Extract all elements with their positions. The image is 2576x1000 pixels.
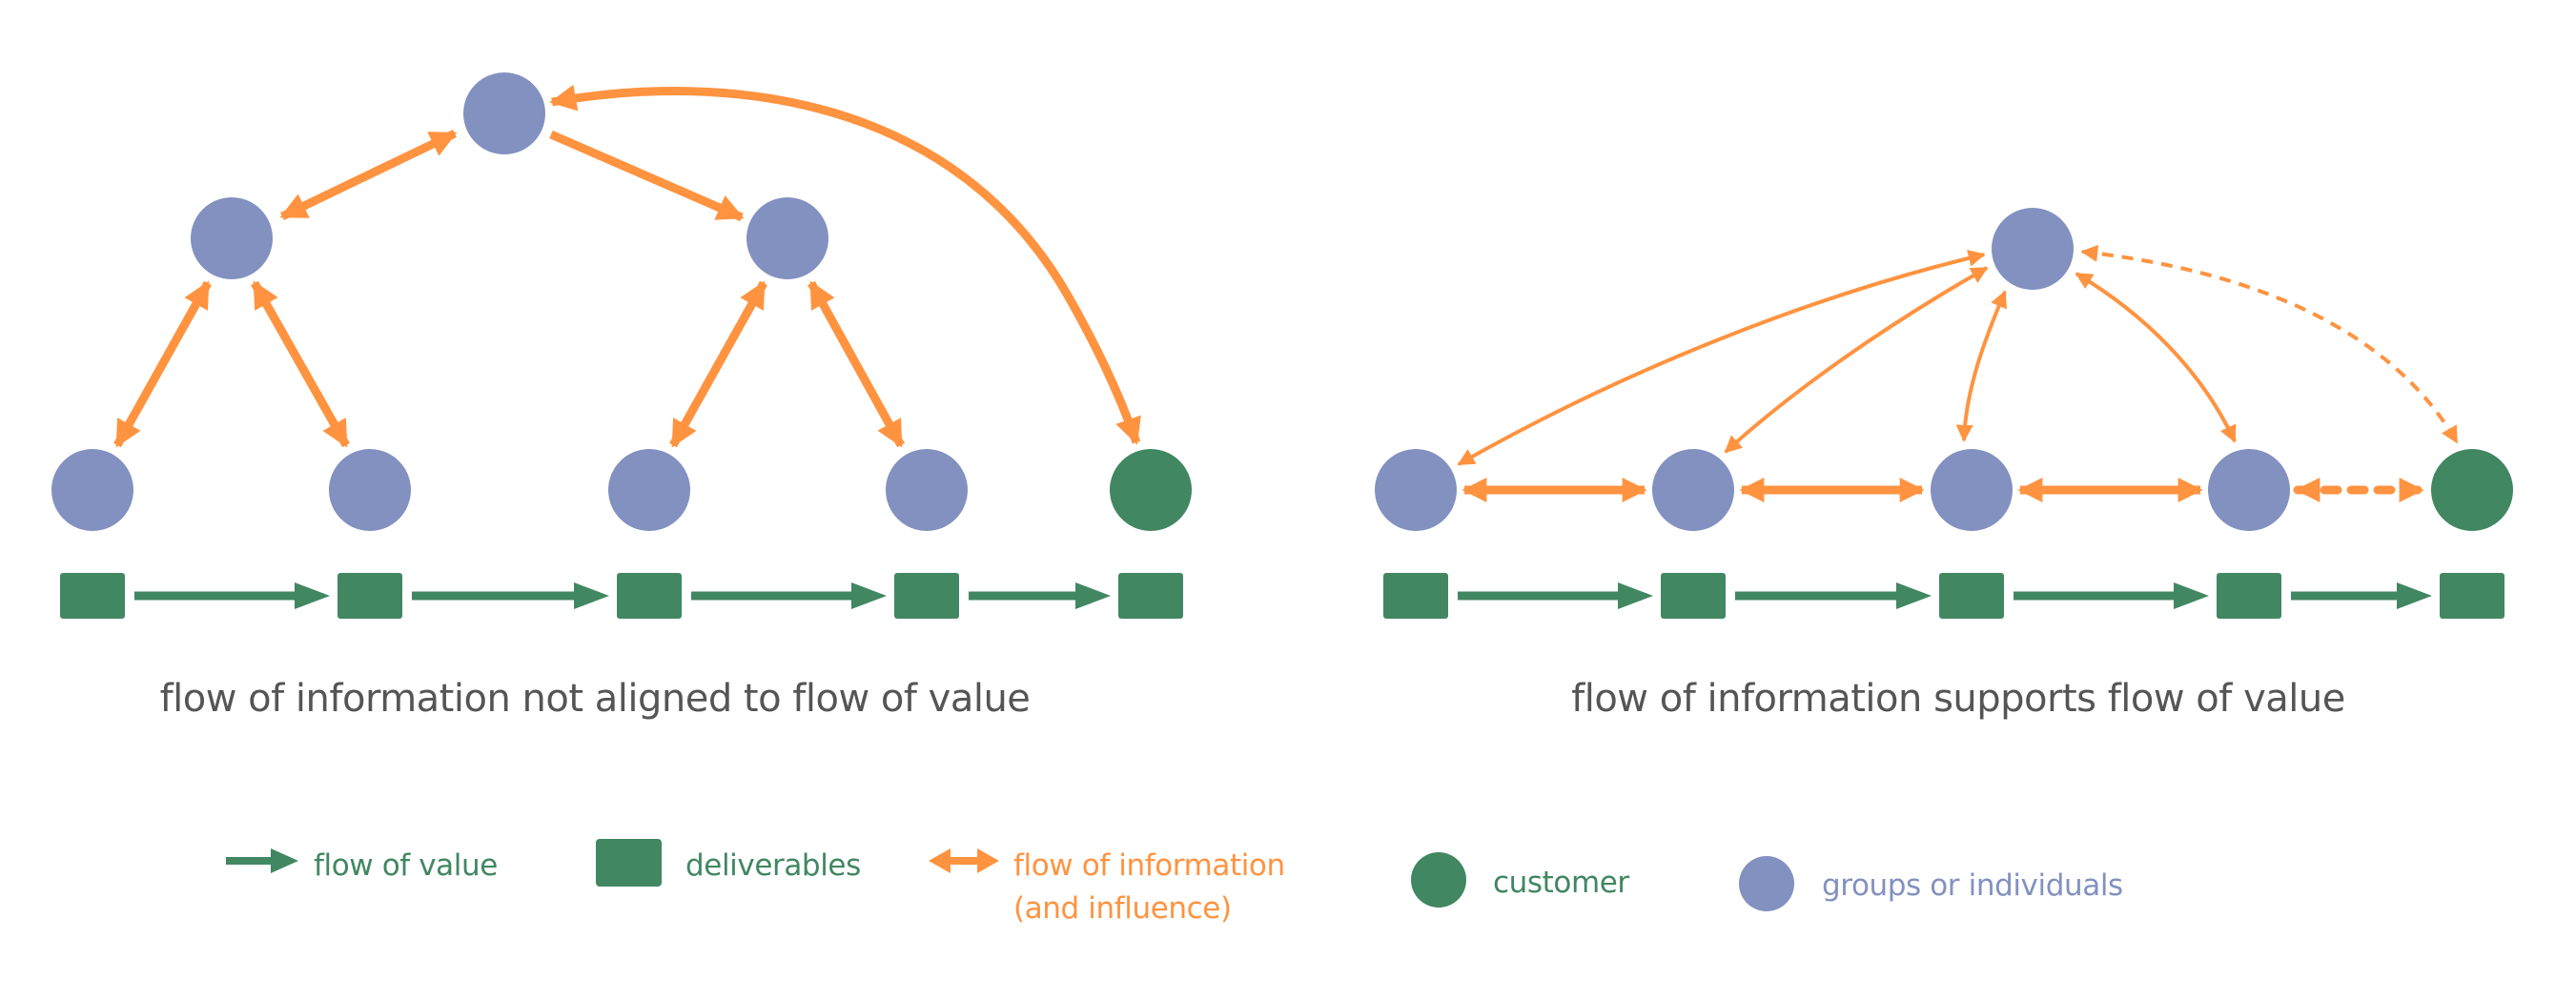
info-edge-top-to-mid-right [549, 130, 745, 222]
legend: flow of value deliverables flow of infor… [226, 839, 2123, 926]
value-flow-arrow [1735, 582, 1932, 609]
right-info-edges [1457, 244, 2459, 502]
info-edge-mid-right-to-bottom-4 [808, 280, 905, 448]
info-edge-top-to-row-4 [2075, 272, 2237, 443]
left-info-edges [113, 84, 1141, 448]
right-panel: flow of information supports flow of val… [1375, 208, 2513, 721]
group-node-row-2 [1652, 449, 1734, 531]
deliverable-box [617, 573, 682, 619]
left-panel: flow of information not aligned to flow … [51, 72, 1192, 721]
info-edge-mid-right-to-bottom-3 [669, 280, 767, 448]
right-caption: flow of information supports flow of val… [1571, 677, 2345, 721]
value-flow-arrow [412, 582, 609, 609]
left-caption: flow of information not aligned to flow … [160, 677, 1031, 721]
legend-label-customer: customer [1493, 866, 1629, 900]
group-node-top [463, 72, 545, 154]
group-node-bottom-3 [608, 449, 690, 531]
legend-label-info-flow-line1: flow of information [1013, 848, 1285, 883]
value-flow-arrow [969, 582, 1111, 609]
deliverable-box [1939, 573, 2004, 619]
legend-label-value-flow: flow of value [314, 848, 498, 883]
info-edge-top-to-customer [549, 84, 1141, 445]
group-node-mid-right [746, 197, 828, 279]
legend-label-info-flow-line2: (and influence) [1013, 891, 1232, 926]
group-node-row-3 [1931, 449, 2013, 531]
left-deliverables [60, 573, 1183, 619]
left-nodes [51, 72, 1192, 531]
legend-item-value-flow: flow of value [226, 848, 498, 883]
group-node-mid-left [191, 197, 273, 279]
legend-item-customer: customer [1411, 852, 1630, 908]
group-node-bottom-2 [329, 449, 411, 531]
info-edge-top-to-row-3 [1955, 290, 2007, 442]
group-node-top [1992, 208, 2074, 290]
legend-item-info-flow: flow of information (and influence) [929, 848, 1285, 926]
deliverable-box [337, 573, 402, 619]
info-edge-top-to-row-1 [1457, 249, 1986, 466]
group-node-row-1 [1375, 449, 1457, 531]
deliverable-box [894, 573, 959, 619]
deliverable-box [2440, 573, 2504, 619]
legend-item-deliverables: deliverables [596, 839, 861, 887]
info-edge-mid-left-to-bottom-1 [113, 280, 212, 448]
deliverable-box [1118, 573, 1183, 619]
value-flow-arrow [2014, 582, 2209, 609]
legend-item-groups: groups or individuals [1739, 856, 2123, 911]
customer-node [2431, 449, 2513, 531]
square-icon [596, 839, 662, 887]
circle-icon [1739, 856, 1794, 911]
info-edge-mid-left-to-bottom-2 [251, 280, 350, 448]
customer-node [1110, 449, 1192, 531]
right-nodes [1375, 208, 2513, 531]
info-edge-top-to-mid-left [279, 129, 458, 221]
deliverable-box [1383, 573, 1448, 619]
group-node-bottom-4 [886, 449, 968, 531]
group-node-row-4 [2208, 449, 2290, 531]
value-flow-arrow [691, 582, 887, 609]
value-flow-arrow [134, 582, 330, 609]
circle-icon [1411, 852, 1466, 908]
value-flow-arrow [1458, 582, 1653, 609]
group-node-bottom-1 [51, 449, 133, 531]
deliverable-box [2217, 573, 2281, 619]
legend-label-deliverables: deliverables [685, 848, 861, 883]
legend-label-groups: groups or individuals [1822, 868, 2123, 903]
deliverable-box [1661, 573, 1726, 619]
value-flow-arrow [2291, 582, 2432, 609]
info-edge-top-to-row-2 [1724, 266, 1989, 454]
info-edge-top-to-customer [2080, 244, 2459, 444]
deliverable-box [60, 573, 125, 619]
right-deliverables [1383, 573, 2504, 619]
arrow-right-icon [226, 848, 298, 873]
double-arrow-icon [929, 848, 999, 873]
